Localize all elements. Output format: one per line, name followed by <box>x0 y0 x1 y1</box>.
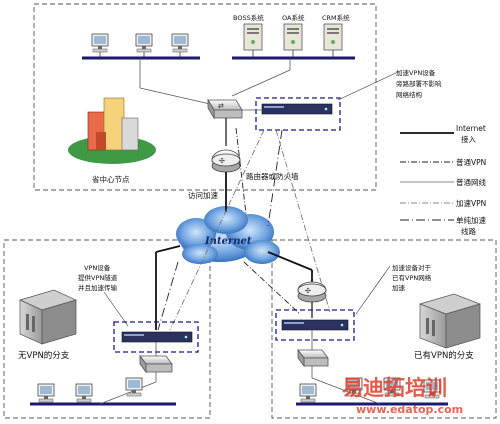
access-acceleration-label: 访问加速 <box>188 190 218 200</box>
svg-text:加速: 加速 <box>392 283 406 292</box>
svg-text:加速VPN设备: 加速VPN设备 <box>396 68 436 77</box>
hq-router: ✣ <box>211 149 241 173</box>
right-switch <box>297 348 329 368</box>
hq-node-label: 省中心节点 <box>92 174 130 184</box>
hq-region <box>33 3 377 191</box>
left-pc-2 <box>75 383 93 403</box>
left-pc-1 <box>37 383 55 403</box>
left-branch-label: 无VPN的分支 <box>18 350 70 361</box>
right-pc-1 <box>299 383 317 403</box>
svg-text:已有VPN网络: 已有VPN网络 <box>392 273 432 282</box>
svg-text:接入: 接入 <box>461 134 476 144</box>
svg-text:网络结构: 网络结构 <box>396 90 423 99</box>
hq-router-label: 路由器或防火墙 <box>246 171 299 181</box>
right-branch-label: 已有VPN的分支 <box>414 350 474 361</box>
hq-building <box>68 97 156 164</box>
internet-label: Internet <box>204 236 252 247</box>
legend-normal-vpn: 普通VPN <box>456 157 486 167</box>
right-vpn-box <box>275 309 355 341</box>
hq-pc-2 <box>135 33 153 53</box>
oa-label: OA系统 <box>282 13 305 22</box>
crm-label: CRM系统 <box>322 13 350 22</box>
left-pc-3 <box>125 377 143 397</box>
watermark-brand: 易迪拓培训 <box>342 376 447 400</box>
legend-internet: Internet <box>456 124 486 133</box>
right-branch-building <box>418 293 482 349</box>
legend: Internet 接入 普通VPN 普通网线 加速VPN 单纯加速 线路 <box>400 124 486 236</box>
hq-vpn-device <box>261 103 333 115</box>
legend-pure-accel: 单纯加速 <box>456 215 486 225</box>
svg-text:加速设备对于: 加速设备对于 <box>392 263 432 272</box>
oa-server <box>283 23 303 51</box>
right-vpn-device <box>281 319 349 331</box>
hq-pc-1 <box>91 33 109 53</box>
boss-server <box>243 23 263 51</box>
left-vpn-device <box>121 331 193 343</box>
boss-label: BOSS系统 <box>233 13 264 22</box>
hq-switch: ⇄ <box>207 98 243 120</box>
watermark-url: www.edatop.com <box>356 403 463 416</box>
internet-cloud <box>176 206 280 264</box>
right-router: ✣ <box>297 281 327 303</box>
hq-pc-3 <box>171 33 189 53</box>
crm-server <box>323 23 343 51</box>
right-branch-region <box>271 239 497 419</box>
left-note: VPN设备 提供VPN隧道 并且加速传输 <box>78 263 118 292</box>
left-branch-building <box>18 289 78 345</box>
hq-vpn-box <box>255 97 341 131</box>
legend-normal-cable: 普通网线 <box>456 177 486 187</box>
top-note: 加速VPN设备 旁路部署不影响 网络结构 <box>396 68 442 99</box>
svg-text:线路: 线路 <box>461 226 476 236</box>
legend-accel-vpn: 加速VPN <box>456 198 486 208</box>
svg-text:并且加速传输: 并且加速传输 <box>78 283 118 292</box>
svg-text:VPN设备: VPN设备 <box>84 263 111 272</box>
svg-text:⇄: ⇄ <box>218 102 224 110</box>
left-switch <box>139 354 173 374</box>
svg-text:✣: ✣ <box>219 157 225 165</box>
svg-text:✣: ✣ <box>305 287 311 295</box>
right-note: 加速设备对于 已有VPN网络 加速 <box>392 263 432 292</box>
svg-text:旁路部署不影响: 旁路部署不影响 <box>396 79 442 88</box>
svg-text:提供VPN隧道: 提供VPN隧道 <box>78 273 118 282</box>
